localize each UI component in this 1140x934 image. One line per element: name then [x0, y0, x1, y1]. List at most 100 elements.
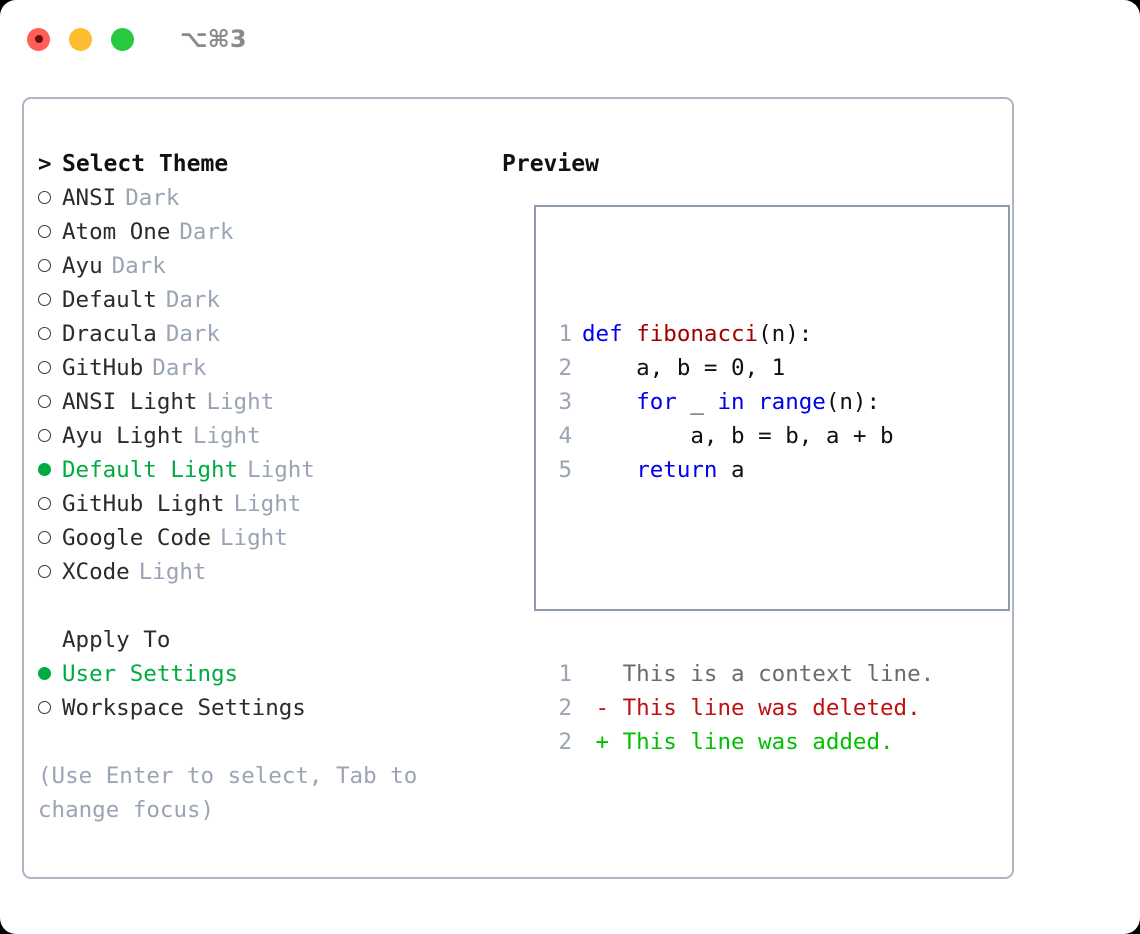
theme-variant-tag: Light	[247, 457, 315, 483]
close-icon[interactable]	[27, 27, 50, 51]
radio-unselected-icon[interactable]	[38, 487, 62, 521]
theme-variant-tag: Dark	[165, 321, 221, 347]
radio-glyph	[38, 701, 51, 714]
theme-name-label: ANSI	[62, 185, 117, 211]
code-diff-spacer	[548, 555, 934, 589]
apply-to-label: Workspace Settings	[62, 695, 306, 721]
code-line: 3 for _ in range(n):	[548, 385, 934, 419]
radio-glyph	[38, 429, 51, 442]
title-bar: ⌥⌘3	[0, 0, 1140, 78]
diff-text: This is a context line.	[582, 661, 935, 687]
theme-variant-tag: Dark	[152, 355, 207, 381]
line-number: 5	[558, 457, 572, 483]
theme-list-item[interactable]: Ayu Dark	[38, 249, 478, 283]
line-number: 2	[558, 729, 572, 755]
radio-unselected-icon[interactable]	[38, 691, 62, 725]
radio-glyph	[38, 463, 51, 476]
diff-line: 2 + This line was added.	[548, 725, 934, 759]
radio-glyph	[38, 259, 51, 272]
diff-sample: 1 This is a context line.2 - This line w…	[548, 657, 934, 759]
radio-glyph	[38, 361, 51, 374]
line-number: 2	[558, 355, 572, 381]
radio-unselected-icon[interactable]	[38, 419, 62, 453]
theme-list-item[interactable]: GitHub Dark	[38, 351, 478, 385]
theme-list-item[interactable]: Atom One Dark	[38, 215, 478, 249]
code-token	[745, 389, 759, 415]
theme-name-label: Google Code	[62, 525, 212, 551]
radio-glyph	[38, 531, 51, 544]
theme-name-label: XCode	[62, 559, 130, 585]
apply-to-item[interactable]: Workspace Settings	[38, 691, 478, 725]
theme-variant-tag: Light	[233, 491, 302, 517]
theme-list-item[interactable]: Default Light Light	[38, 453, 478, 487]
prompt-caret-icon: >	[38, 151, 52, 177]
apply-to-item[interactable]: User Settings	[38, 657, 478, 691]
line-number: 2	[558, 695, 572, 721]
line-number: 1	[558, 321, 572, 347]
radio-glyph	[38, 191, 51, 204]
minimize-icon[interactable]	[69, 27, 92, 51]
code-token: a, b = b, a + b	[582, 423, 894, 449]
keyboard-shortcut-label: ⌥⌘3	[180, 25, 247, 53]
select-theme-heading-label: Select Theme	[62, 151, 229, 177]
code-token: _	[676, 389, 718, 415]
code-token: (n):	[758, 321, 813, 347]
radio-unselected-icon[interactable]	[38, 215, 62, 249]
code-token: range	[758, 389, 826, 415]
window-controls	[27, 27, 134, 51]
radio-unselected-icon[interactable]	[38, 181, 62, 215]
theme-name-label: Ayu	[62, 253, 103, 279]
code-token: def	[582, 321, 637, 347]
radio-glyph	[38, 565, 51, 578]
radio-unselected-icon[interactable]	[38, 283, 62, 317]
radio-glyph	[38, 395, 51, 408]
theme-variant-tag: Dark	[165, 287, 221, 313]
radio-unselected-icon[interactable]	[38, 317, 62, 351]
code-line: 4 a, b = b, a + b	[548, 419, 934, 453]
code-token: a, b = 0, 1	[582, 355, 786, 381]
theme-name-label: ANSI Light	[62, 389, 198, 415]
radio-glyph	[38, 497, 51, 510]
radio-unselected-icon[interactable]	[38, 521, 62, 555]
keyboard-hint: (Use Enter to select, Tab to change focu…	[38, 763, 418, 823]
radio-unselected-icon[interactable]	[38, 249, 62, 283]
code-token	[582, 389, 636, 415]
diff-text: + This line was added.	[582, 729, 894, 755]
line-number: 1	[558, 661, 572, 687]
radio-selected-icon[interactable]	[38, 453, 62, 487]
theme-name-label: Atom One	[62, 219, 171, 245]
maximize-icon[interactable]	[111, 27, 134, 51]
theme-variant-tag: Dark	[179, 219, 234, 245]
line-number: 4	[558, 423, 572, 449]
diff-line: 1 This is a context line.	[548, 657, 934, 691]
apply-to-heading: Apply To	[38, 623, 478, 657]
theme-variant-tag: Dark	[111, 253, 166, 279]
radio-selected-icon[interactable]	[38, 657, 62, 691]
radio-unselected-icon[interactable]	[38, 555, 62, 589]
diff-text: - This line was deleted.	[582, 695, 921, 721]
diff-line: 2 - This line was deleted.	[548, 691, 934, 725]
code-token: return	[636, 457, 718, 483]
code-token: (n):	[825, 389, 881, 415]
radio-unselected-icon[interactable]	[38, 351, 62, 385]
theme-name-label: Default Light	[62, 457, 239, 483]
theme-name-label: GitHub	[62, 355, 144, 381]
radio-unselected-icon[interactable]	[38, 385, 62, 419]
code-line: 2 a, b = 0, 1	[548, 351, 934, 385]
